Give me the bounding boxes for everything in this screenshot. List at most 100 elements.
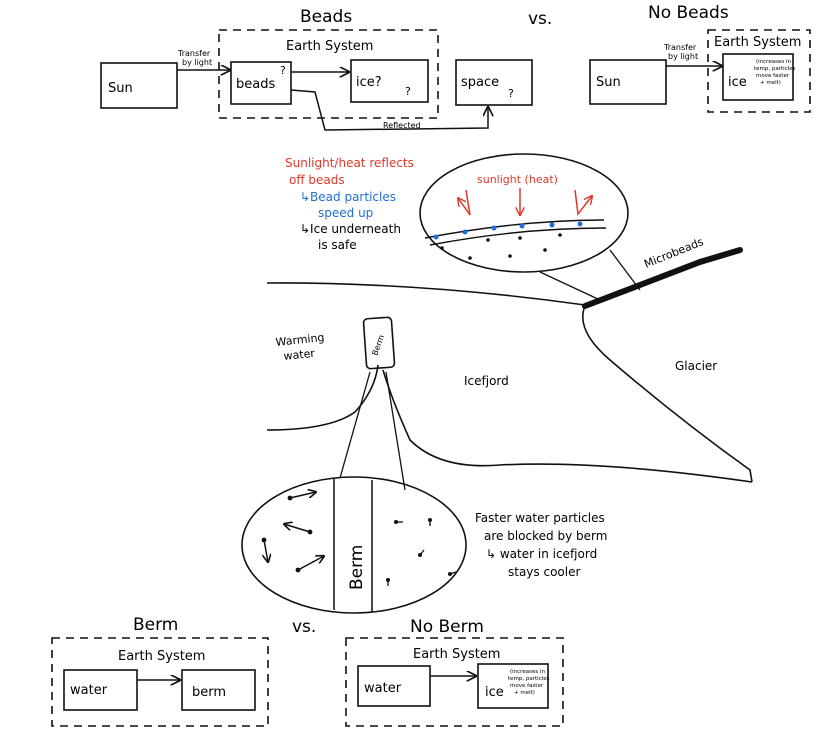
berm-small-label: Berm bbox=[370, 333, 386, 356]
no-berm-heading: No Berm bbox=[410, 617, 484, 637]
water-particle bbox=[295, 567, 301, 573]
ice-note-no-berm-2: temp, particles bbox=[508, 676, 550, 682]
shore-top bbox=[266, 282, 586, 306]
berm-big-label: Berm bbox=[347, 545, 367, 590]
shore-bottom bbox=[382, 369, 753, 483]
water-particle bbox=[287, 495, 293, 501]
earth-system-label-berm: Earth System bbox=[118, 649, 205, 664]
berm-zoom-line-1 bbox=[339, 371, 371, 479]
bead-particle bbox=[462, 229, 468, 235]
water-label-left: water bbox=[70, 683, 108, 698]
ice-box-no-beads bbox=[722, 53, 794, 101]
ice-note-no-beads-1: (increases in bbox=[756, 59, 791, 65]
water-box-left bbox=[63, 669, 138, 711]
bead-particle bbox=[519, 223, 525, 229]
beads-heading: Beads bbox=[300, 7, 352, 27]
note-black-1: ↳Ice underneath bbox=[300, 222, 401, 236]
reflected-label: Reflected bbox=[383, 121, 421, 130]
bead-particle bbox=[549, 222, 555, 228]
warming-water-label-1: Warming bbox=[275, 331, 325, 349]
sun-box-right bbox=[589, 59, 667, 105]
shore-left bbox=[266, 364, 379, 431]
bead-particle bbox=[433, 234, 439, 240]
transfer-label-right-2: by light bbox=[668, 52, 698, 61]
water-particle bbox=[307, 529, 313, 535]
water-particle-arrow bbox=[264, 539, 268, 562]
water-box-right bbox=[357, 665, 431, 707]
transfer-label-right-1: Transfer bbox=[663, 43, 697, 52]
ice-question: ? bbox=[405, 85, 411, 98]
berm-note-3: ↳ water in icefjord bbox=[486, 547, 597, 561]
sun-label-right: Sun bbox=[596, 75, 621, 90]
ice-label-no-berm: ice bbox=[485, 685, 504, 700]
ice-box-no-berm bbox=[477, 663, 549, 709]
transfer-label-left-1: Transfer bbox=[177, 49, 211, 58]
earth-system-frame-no-beads bbox=[707, 29, 811, 113]
arrow-reflected bbox=[290, 89, 488, 131]
berm-heading: Berm bbox=[133, 615, 178, 635]
note-red-2: off beads bbox=[289, 173, 345, 187]
ice-label-no-beads: ice bbox=[728, 75, 747, 90]
berm-note-1: Faster water particles bbox=[475, 511, 605, 525]
berm-box bbox=[181, 669, 256, 711]
sunlight-heat-label: sunlight (heat) bbox=[477, 173, 558, 186]
berm-note-2: are blocked by berm bbox=[484, 529, 607, 543]
ice-particle bbox=[518, 236, 522, 240]
microbeads-zoom-oval bbox=[419, 153, 629, 273]
earth-system-label-beads: Earth System bbox=[286, 39, 373, 54]
ice-particle bbox=[508, 254, 512, 258]
note-blue-1: ↳Bead particles bbox=[300, 190, 396, 204]
berm-small-shape bbox=[362, 316, 396, 370]
zoom-line-2 bbox=[539, 271, 601, 301]
ice-particle bbox=[468, 256, 472, 260]
bead-particle bbox=[491, 225, 497, 231]
earth-system-label-no-beads: Earth System bbox=[714, 35, 801, 50]
ice-note-no-berm-4: + melt) bbox=[514, 690, 535, 696]
vs-bottom: vs. bbox=[292, 617, 316, 637]
beads-question: ? bbox=[280, 64, 286, 77]
no-beads-heading: No Beads bbox=[648, 3, 729, 23]
bead-particle bbox=[577, 221, 583, 227]
ice-label-beads: ice? bbox=[356, 75, 382, 90]
space-label: space bbox=[461, 75, 499, 90]
sun-ray-3 bbox=[574, 189, 592, 216]
earth-system-label-no-berm: Earth System bbox=[413, 647, 500, 662]
space-question: ? bbox=[508, 87, 514, 100]
vs-top: vs. bbox=[528, 9, 552, 29]
ice-note-no-beads-2: temp, particles bbox=[754, 66, 796, 72]
water-particle-slow-tail bbox=[449, 571, 457, 575]
microbeads-band bbox=[582, 247, 743, 309]
beads-label: beads bbox=[236, 77, 275, 92]
note-blue-2: speed up bbox=[318, 206, 373, 220]
ice-note-no-berm-3: move faster bbox=[510, 683, 544, 689]
ice-particle bbox=[543, 248, 547, 252]
note-black-2: is safe bbox=[318, 238, 357, 252]
warming-water-label-2: water bbox=[283, 347, 316, 363]
sun-ray-1 bbox=[458, 189, 471, 216]
glacier-edge bbox=[581, 305, 753, 483]
ice-note-no-berm-1: (increases in bbox=[510, 669, 545, 675]
sun-label-left: Sun bbox=[108, 81, 133, 96]
ice-particle bbox=[440, 246, 444, 250]
icefjord-label: Icefjord bbox=[464, 374, 509, 388]
note-red-1: Sunlight/heat reflects bbox=[285, 156, 414, 170]
transfer-label-left-2: by light bbox=[182, 58, 212, 67]
sun-box-left bbox=[100, 62, 178, 109]
water-label-right: water bbox=[364, 681, 402, 696]
glacier-label: Glacier bbox=[675, 359, 717, 373]
ice-particle bbox=[558, 233, 562, 237]
berm-zoom-oval bbox=[241, 476, 467, 614]
bead-layer-top bbox=[424, 219, 605, 239]
berm-note-4: stays cooler bbox=[508, 565, 580, 579]
beads-box bbox=[230, 61, 292, 105]
bead-layer-bottom bbox=[429, 227, 607, 246]
space-box bbox=[455, 59, 533, 106]
water-particle-slow-tail bbox=[419, 549, 425, 556]
water-particle-arrow bbox=[297, 556, 324, 571]
water-particle-arrow bbox=[289, 492, 316, 499]
ice-particle bbox=[486, 238, 490, 242]
water-particle-arrow bbox=[284, 524, 311, 533]
ice-note-no-beads-3: move faster bbox=[756, 73, 790, 79]
earth-system-frame-no-berm bbox=[345, 637, 564, 727]
